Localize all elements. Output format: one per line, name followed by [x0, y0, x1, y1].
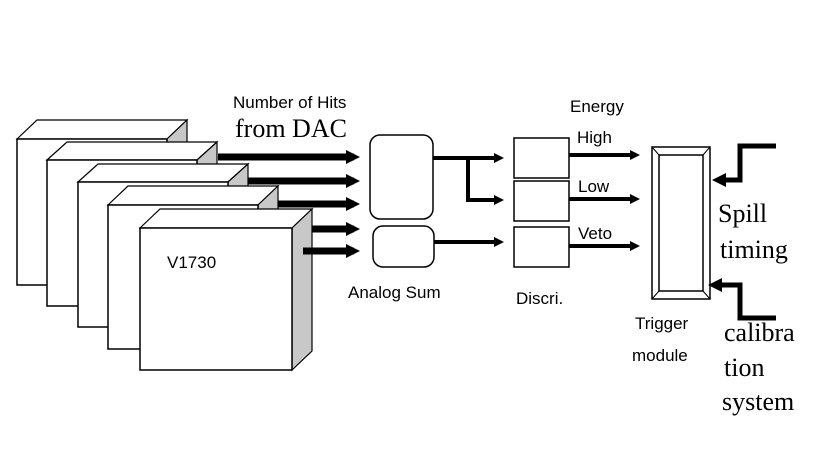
discri-low-box — [513, 180, 570, 222]
discri-high-box — [513, 137, 570, 179]
veto-label: Veto — [578, 224, 612, 243]
v1730-board-front — [138, 207, 314, 372]
v1730-label: V1730 — [167, 253, 216, 272]
number-of-hits-label: Number of Hits — [233, 93, 346, 112]
discri-to-trigger-arrows — [569, 150, 640, 251]
timing-label: timing — [720, 235, 788, 264]
trigger-label: Trigger — [635, 314, 689, 333]
spill-timing-arrow — [712, 143, 776, 187]
from-dac-label: from DAC — [235, 114, 347, 143]
discri-label: Discri. — [516, 289, 563, 308]
calibration-arrow — [718, 282, 776, 321]
hits-sum-box — [369, 134, 434, 220]
low-label: Low — [578, 177, 610, 196]
module-label: module — [632, 346, 688, 365]
analog-sum-box — [372, 225, 435, 268]
discri-veto-box — [513, 226, 570, 268]
energy-label: Energy — [570, 97, 624, 116]
sum-to-discri-arrows — [433, 153, 504, 247]
spill-label: Spill — [718, 199, 767, 228]
board-output-arrows — [218, 150, 360, 258]
tion-label: tion — [724, 353, 764, 382]
system-label: system — [722, 387, 794, 416]
high-label: High — [577, 128, 612, 147]
trigger-module-box — [651, 146, 711, 300]
calibra-label: calibra — [724, 318, 795, 347]
calibration-arrowhead — [708, 278, 722, 292]
analog-sum-label: Analog Sum — [348, 283, 441, 302]
